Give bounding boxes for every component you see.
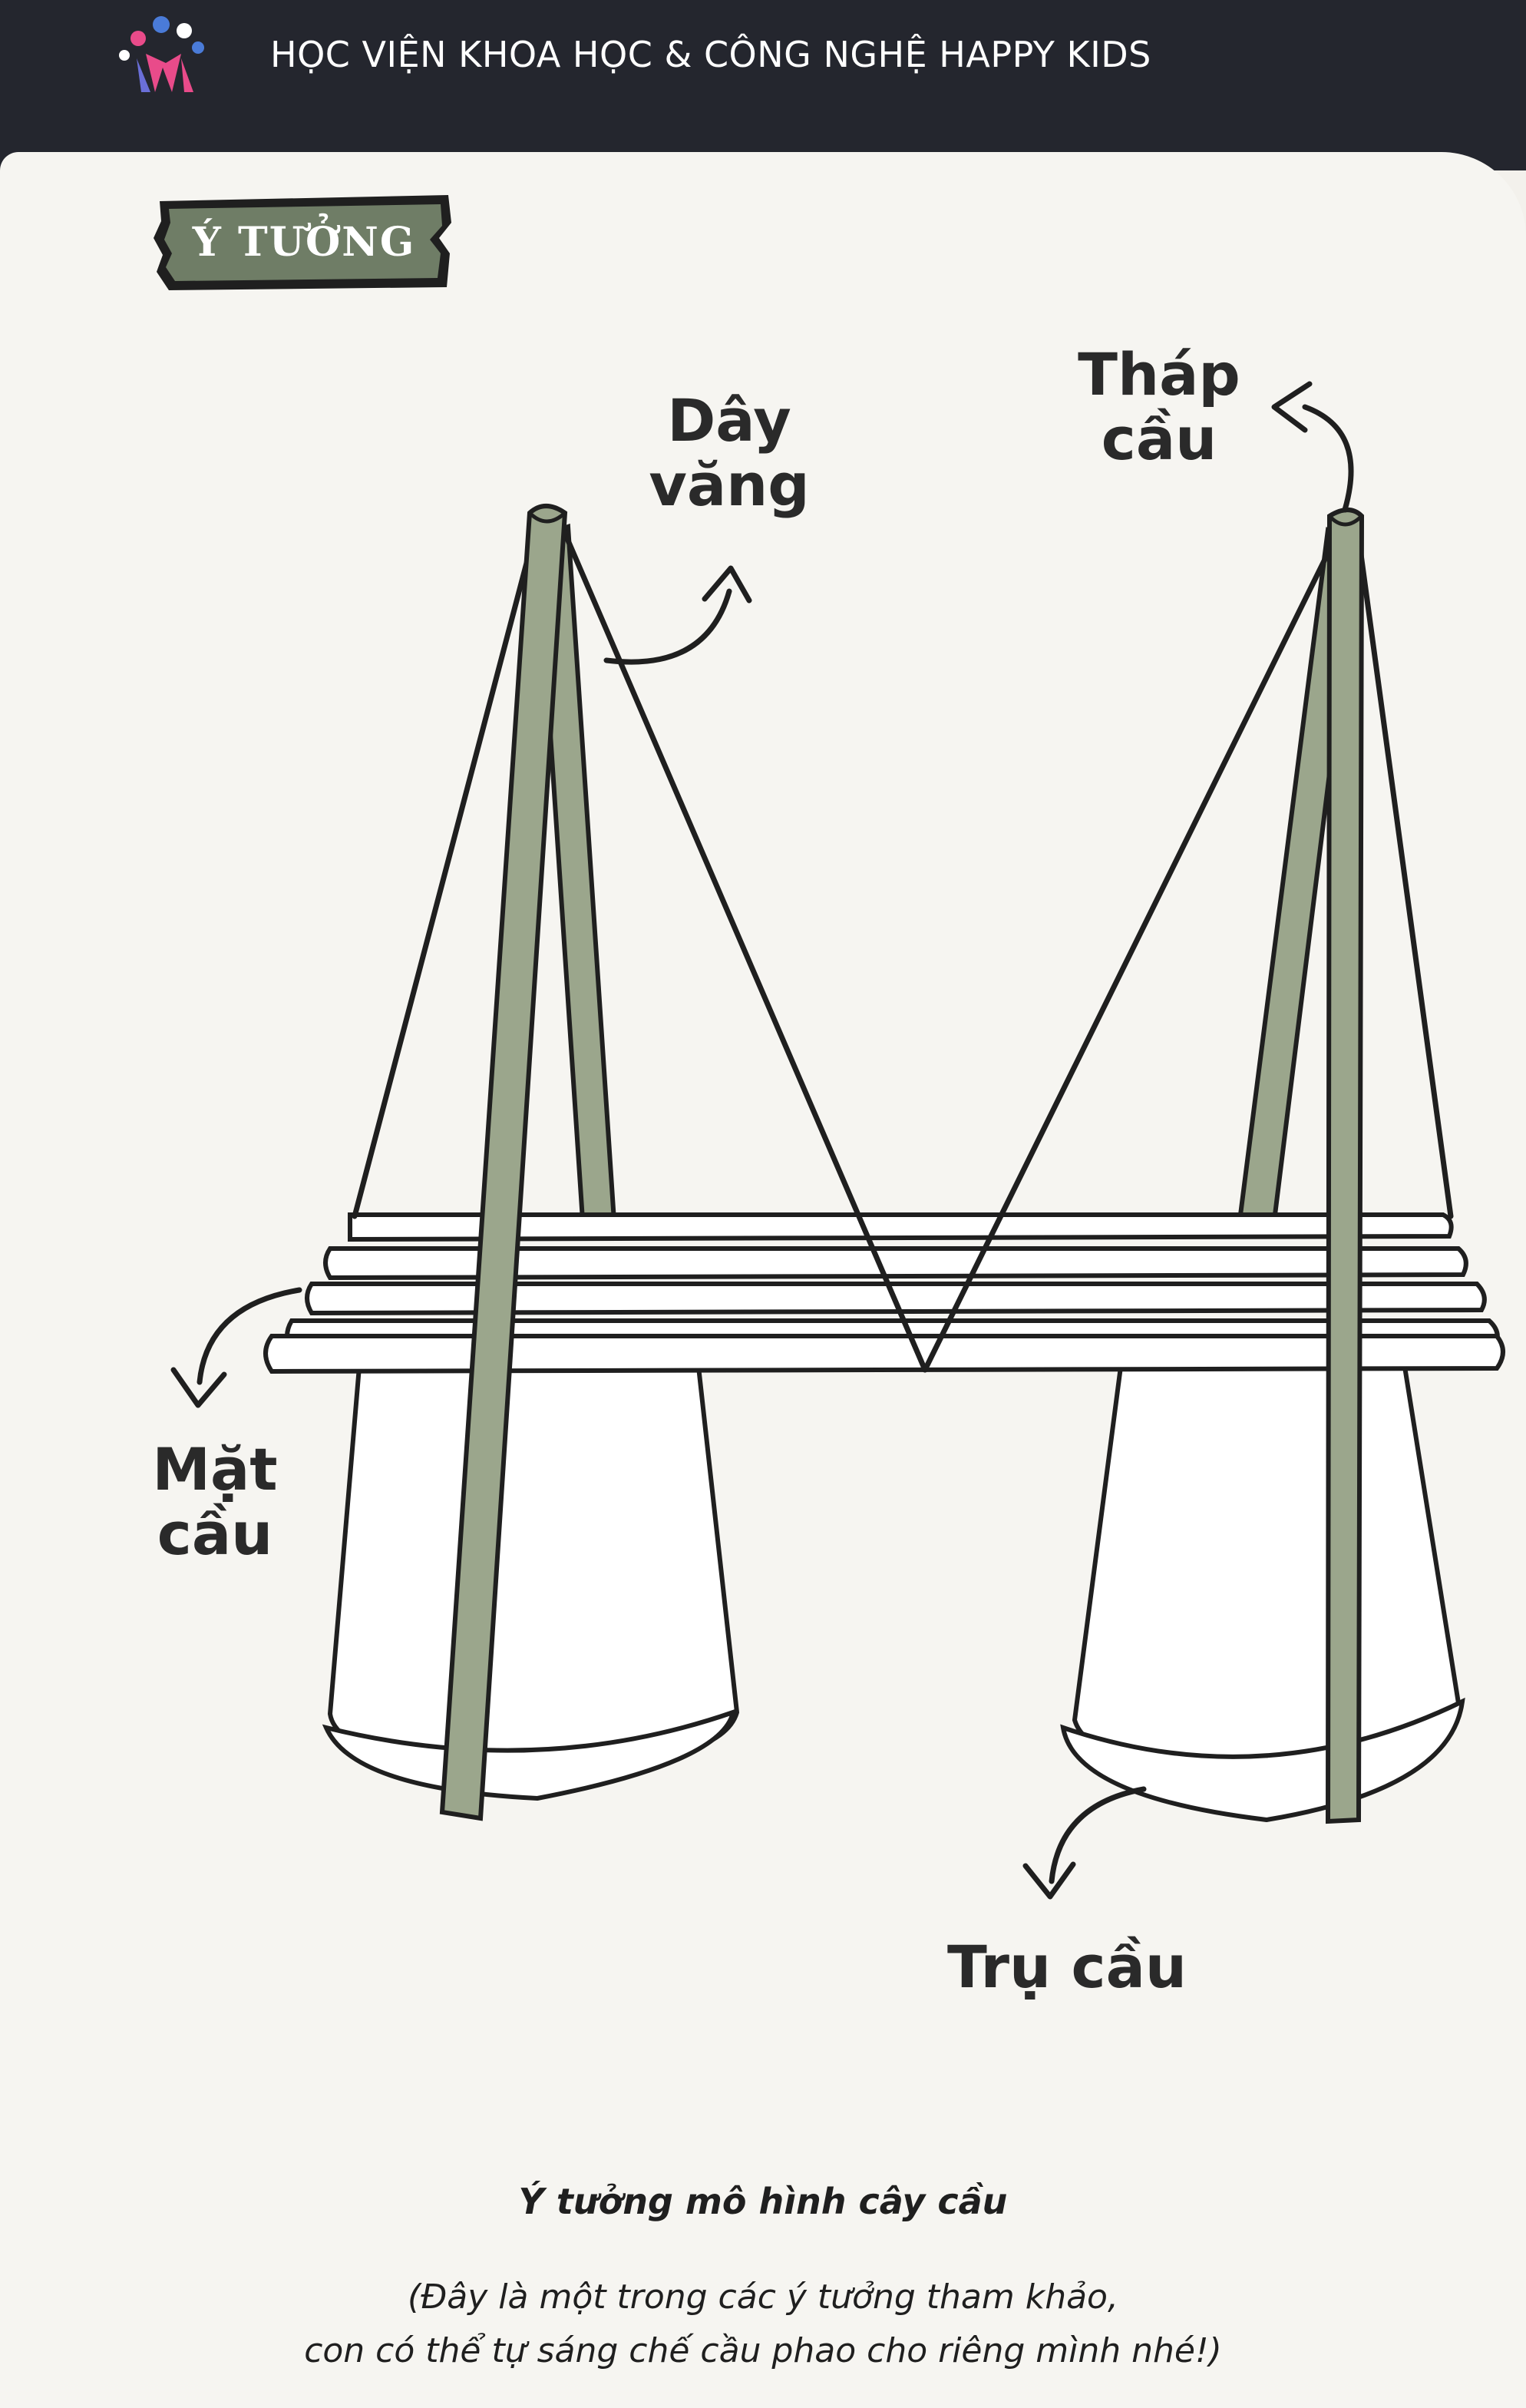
arrow-cable [603,588,732,665]
label-cable-line1: Dây [667,386,791,455]
label-cable-line2: văng [649,451,810,519]
label-cable: Dây văng [637,389,821,518]
caption-note-line1: (Đây là một trong các ý tưởng tham khảo, [408,2277,1118,2317]
label-tower-line2: cầu [1101,405,1217,473]
page-header: HỌC VIỆN KHOA HỌC & CÔNG NGHỆ HAPPY KIDS [0,0,1526,170]
cable-left-outer [352,519,540,1219]
page-body [0,152,1526,2408]
bridge-deck [263,1212,1505,1374]
arrow-tower-head [1271,381,1313,433]
arrow-deck [197,1287,302,1385]
arrow-pier [1049,1786,1147,1884]
arrow-tower [1302,404,1354,513]
cable-left-inner [560,527,928,1373]
header-title: HỌC VIỆN KHOA HỌC & CÔNG NGHỆ HAPPY KIDS [270,34,1151,75]
label-pier: Trụ cầu [947,1933,1187,2001]
label-deck: Mặt cầu [152,1435,278,1568]
label-tower: Tháp cầu [1067,342,1251,471]
right-pier [1060,1364,1465,1823]
academy-logo-icon [119,16,204,92]
stay-cables [352,519,1454,1373]
arrow-cable-head [702,565,752,604]
cable-right-outer [1356,534,1454,1219]
label-tower-line1: Tháp [1078,340,1240,408]
caption-title: Ý tưởng mô hình cây cầu [518,2181,1008,2222]
cable-right-inner [922,534,1339,1373]
section-tag-background [154,195,451,290]
right-tower-front-leg [1325,508,1365,1824]
left-pier [322,1364,740,1801]
section-tag-label: Ý TƯỞNG [192,218,416,266]
caption-note-line2: con có thể tự sáng chế cầu phao cho riên… [304,2331,1222,2370]
arrow-pier-head [1022,1861,1076,1900]
left-tower-front-leg [439,504,568,1821]
arrow-deck-head [170,1367,227,1408]
annotation-arrows [170,381,1354,1900]
section-tag: Ý TƯỞNG [154,192,454,292]
